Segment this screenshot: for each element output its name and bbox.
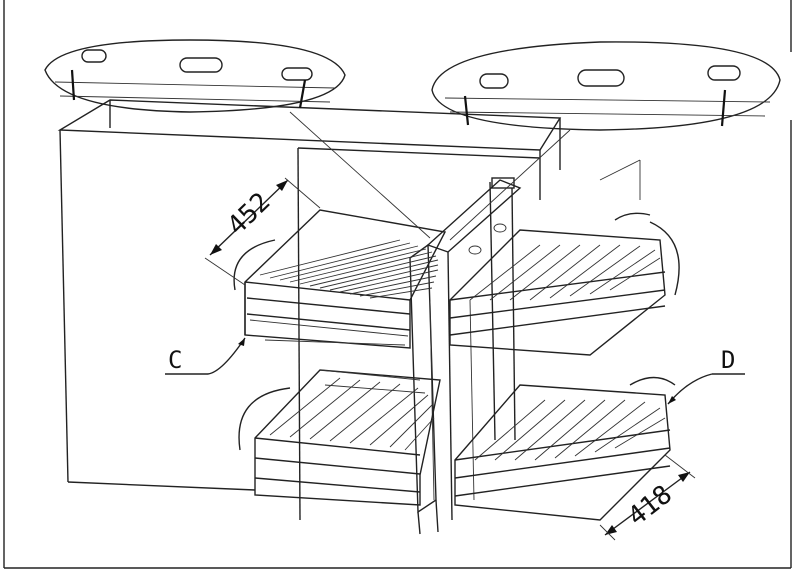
basket-bottom-right (454, 376, 676, 521)
slot-hole-icon (81, 49, 107, 63)
detail-bubble-right (431, 41, 781, 241)
basket-top-left (233, 209, 447, 349)
cabinet-outline (57, 99, 641, 521)
dimension-depth: 452 (204, 177, 321, 286)
slot-hole-icon (281, 67, 313, 81)
detail-bubble-left (44, 39, 431, 239)
basket-bottom-left (238, 369, 441, 506)
callout-c: C (165, 337, 246, 375)
slot-hole-icon (179, 57, 223, 73)
center-post (409, 177, 522, 535)
dimension-label-depth: 452 (222, 187, 277, 241)
callout-label-c: C (168, 346, 182, 374)
slot-hole-icon (479, 73, 509, 89)
callout-d: D (667, 346, 745, 405)
slot-hole-icon (707, 65, 741, 81)
slot-hole-icon (577, 69, 625, 87)
basket-top-right (449, 212, 680, 356)
callout-label-d: D (721, 346, 735, 374)
dimension-width: 418 (599, 454, 696, 541)
